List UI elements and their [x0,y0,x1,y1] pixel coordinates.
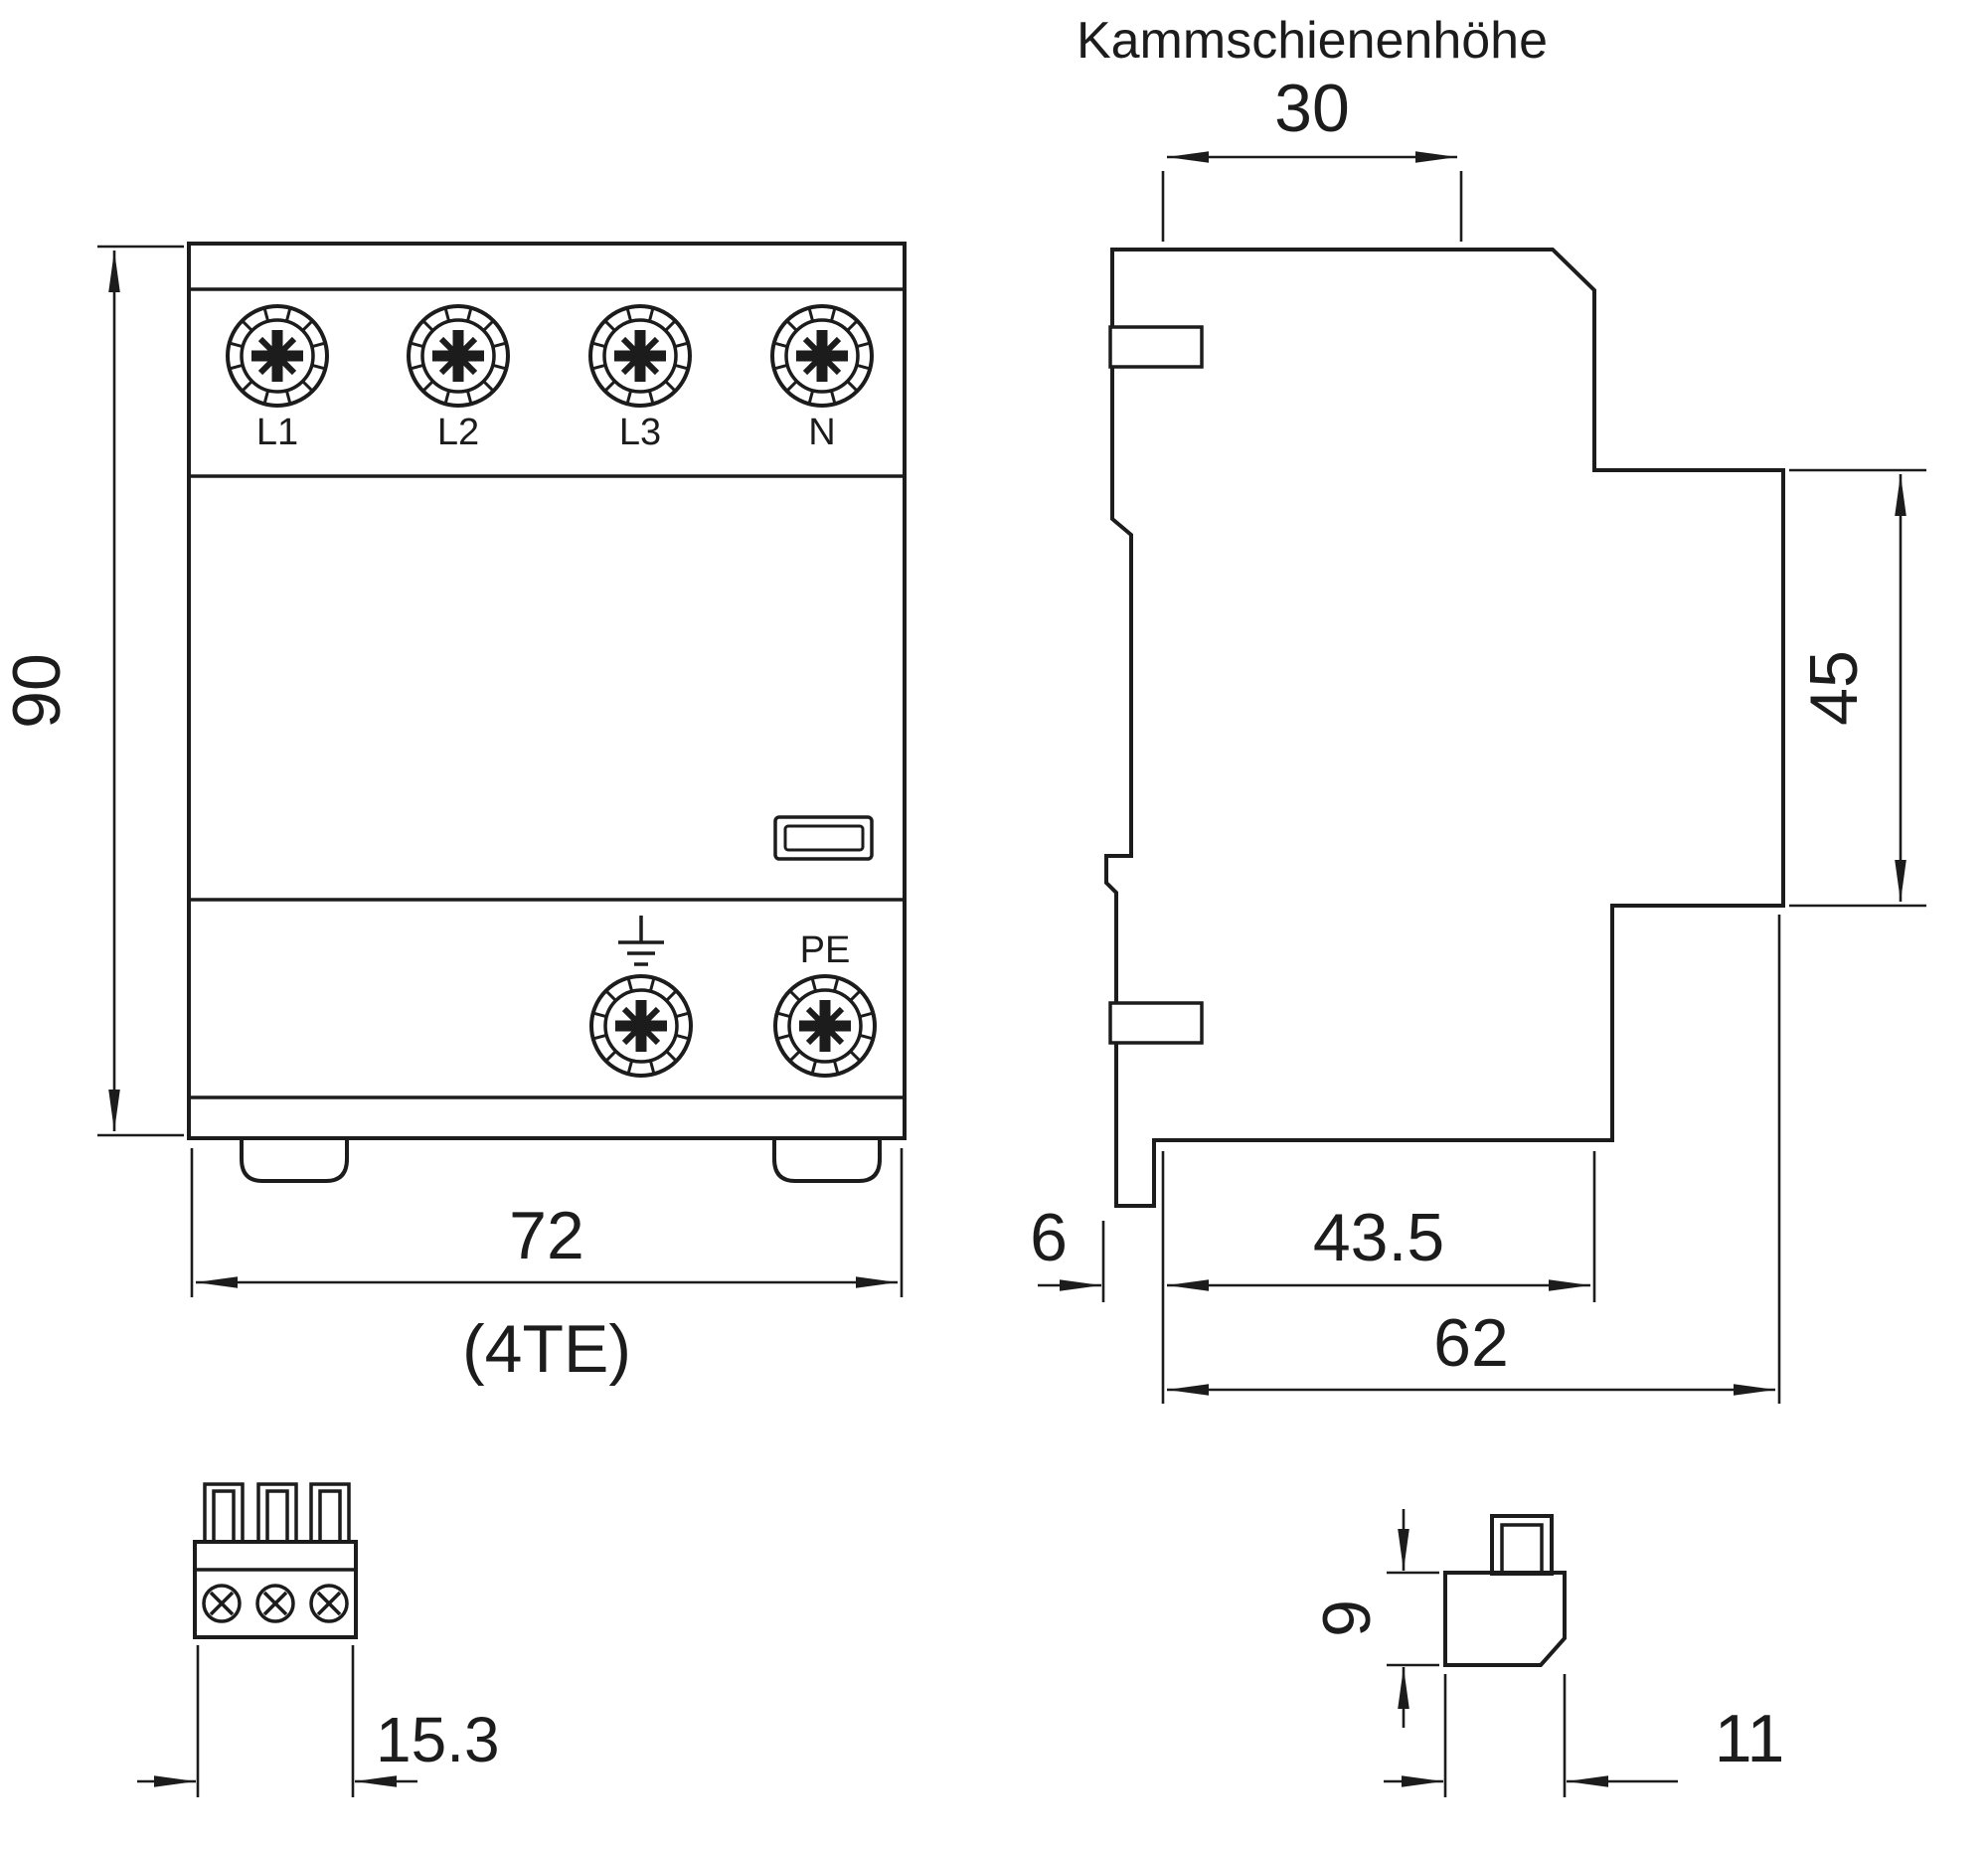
block-screw [309,1584,349,1623]
front-view-body [187,242,907,1183]
release-clip-detail: 9 11 [1309,1509,1784,1797]
dim-label-62: 62 [1433,1305,1509,1381]
clip-body [1443,1571,1567,1667]
dim-label-45: 45 [1796,650,1872,726]
dim-clip-height: 9 [1309,1509,1439,1728]
dim-block-width: 15.3 [137,1645,500,1797]
side-profile-outline [1104,248,1785,1208]
drawing-title: Kammschienenhöhe [1077,12,1548,70]
busbar-pin-inner [265,1489,289,1544]
dim-front-height: 90 [0,245,184,1137]
dim-clip-width: 11 [1384,1674,1784,1797]
din-foot-right [772,1140,882,1183]
terminal-label-l3: L3 [619,412,661,453]
dim-label-6: 6 [1030,1200,1068,1275]
dim-label-11: 11 [1715,1701,1785,1776]
dim-label-4te: (4TE) [462,1311,631,1387]
terminal-label-l1: L1 [256,412,298,453]
status-indicator-window [773,815,874,861]
block-body [193,1540,358,1639]
lower-terminal-slot [1108,1001,1204,1045]
status-indicator-inner [783,824,865,852]
earth-symbol-icon [618,916,664,966]
dim-front-width: 72 (4TE) [190,1148,904,1387]
upper-terminal-slot [1108,325,1204,369]
terminal-pe-screw [775,976,875,1076]
phase-terminals: L1 L2 L3 N [228,306,872,453]
terminal-label-l2: L2 [437,412,479,453]
terminal-block-detail: 15.3 [137,1482,500,1797]
terminal-l2-screw [409,306,508,406]
busbar-pin-inner [212,1489,236,1544]
dim-label-9: 9 [1309,1599,1385,1637]
din-foot-left [240,1140,349,1183]
dim-comb-rail-height: 30 [1161,71,1463,242]
dim-label-30: 30 [1274,71,1350,146]
front-view: L1 L2 L3 N PE 90 [0,242,907,1387]
terminal-l3-screw [590,306,690,406]
terminal-label-n: N [808,412,835,453]
clip-tab-inner [1500,1523,1544,1576]
busbar-pins [203,1482,351,1544]
dim-depths: 6 43.5 62 [1030,915,1781,1404]
dim-label-15-3: 15.3 [376,1704,500,1775]
device-outline [187,242,907,1140]
pe-terminals: PE [591,916,875,1076]
side-view: 30 45 6 43.5 62 [1030,71,1926,1404]
terminal-earth-screw [591,976,691,1076]
block-screw [255,1584,295,1623]
block-screw [202,1584,242,1623]
dim-label-72: 72 [509,1198,584,1273]
dim-front-block-height: 45 [1789,468,1926,908]
dim-label-43-5: 43.5 [1313,1200,1444,1275]
busbar-pin-inner [318,1489,342,1544]
dim-label-90: 90 [0,653,75,729]
terminal-l1-screw [228,306,327,406]
terminal-n-screw [772,306,872,406]
terminal-label-pe: PE [800,929,851,971]
